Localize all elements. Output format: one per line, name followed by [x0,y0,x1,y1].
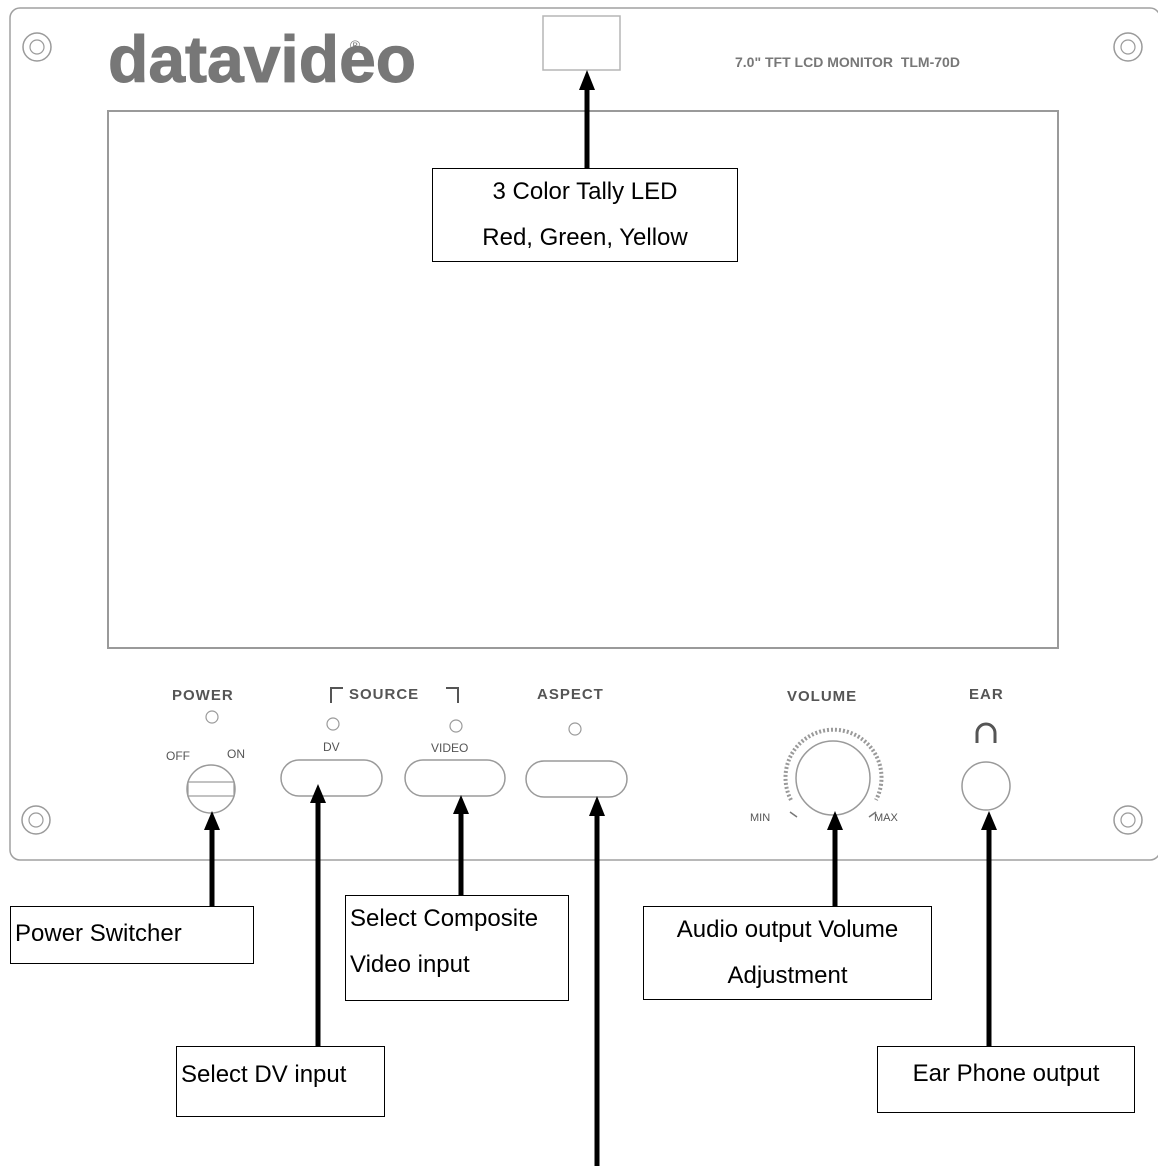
arrow-dv-input [310,784,326,1046]
video-label: VIDEO [431,741,468,755]
tally-led-window [542,15,621,71]
callout-volume-adjust: Audio output Volume Adjustment [643,906,932,1000]
aspect-button[interactable] [525,760,628,798]
volume-scale-arc [783,727,884,801]
callout-tally-led-line-2: Red, Green, Yellow [482,224,688,251]
source-label: SOURCE [349,686,419,703]
model-caption: 7.0" TFT LCD MONITOR TLM-70D [735,54,960,70]
callout-tally-led: 3 Color Tally LED Red, Green, Yellow [432,168,738,262]
video-button[interactable] [404,759,506,797]
arrow-tally-led [579,70,595,168]
callout-ear-phone: Ear Phone output [877,1046,1135,1113]
volume-min-label: MIN [750,812,770,824]
callout-composite-input-line-2: Video input [350,951,470,978]
ear-label: EAR [969,686,1004,703]
aspect-led [568,722,582,736]
corner-screw-bottom-right [1113,805,1143,835]
video-led [449,719,463,733]
callout-power-switcher: Power Switcher [10,906,254,964]
volume-min-tick [789,811,798,818]
aspect-label: ASPECT [537,686,604,703]
arrow-power-switcher [204,811,220,906]
dv-button[interactable] [280,759,383,797]
power-off-label: OFF [166,749,190,763]
volume-max-tick [868,811,877,818]
callout-volume-adjust-line-2: Adjustment [727,962,848,989]
lcd-screen [107,110,1059,649]
ear-phone-jack[interactable] [961,761,1011,811]
arrow-aspect [589,796,605,1166]
monitor-outer-panel [9,7,1158,861]
callout-composite-input: Select Composite Video input [345,895,569,1001]
power-switch[interactable] [186,764,236,814]
headphone-icon [975,722,997,743]
power-label: POWER [172,687,234,704]
callout-ear-phone-line-1: Ear Phone output [912,1060,1100,1087]
arrow-composite-input [453,795,469,895]
corner-screw-top-left [22,32,52,62]
corner-screw-bottom-left [21,805,51,835]
source-bracket-left [330,687,343,703]
arrow-ear-phone [981,811,997,1046]
volume-max-label: MAX [874,812,899,824]
callout-volume-adjust-line-1: Audio output Volume [676,916,899,943]
volume-label: VOLUME [787,688,857,705]
callout-composite-input-line-1: Select Composite [350,905,539,932]
callout-tally-led-line-1: 3 Color Tally LED [492,178,678,205]
callout-power-switcher-line-1: Power Switcher [15,920,182,947]
dv-label: DV [323,740,340,754]
power-on-label: ON [227,747,245,761]
corner-screw-top-right [1113,32,1143,62]
brand-logo: datavideo [108,22,416,96]
source-bracket-right [446,687,459,703]
arrow-volume [827,811,843,906]
registered-mark: ® [350,37,361,53]
volume-knob[interactable] [795,740,871,816]
callout-dv-input-line-1: Select DV input [181,1061,347,1088]
power-led [205,710,219,724]
dv-led [326,717,340,731]
callout-dv-input: Select DV input [176,1046,385,1117]
